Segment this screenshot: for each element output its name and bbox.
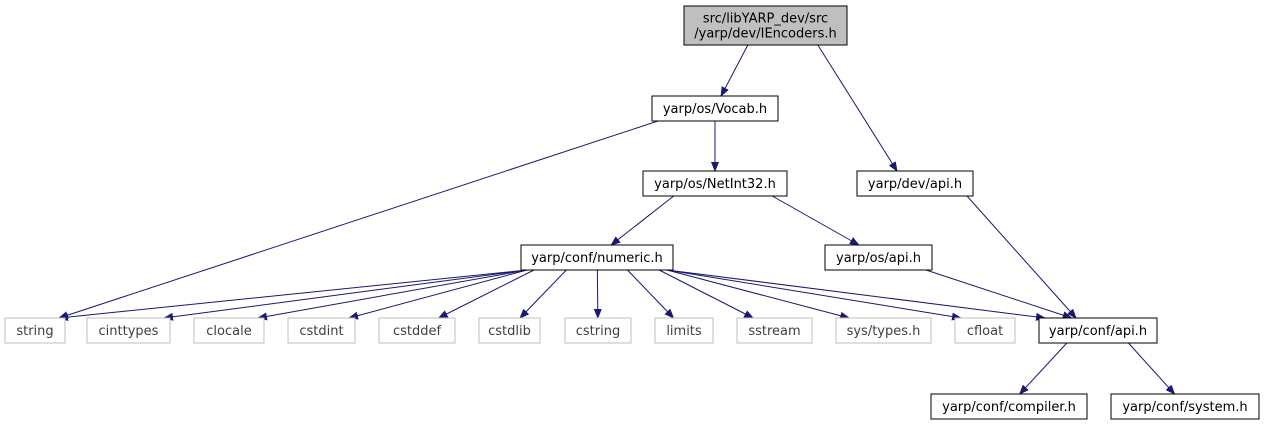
edge-iencoders-to-dev_api [817, 44, 898, 172]
node-box-conf_api [1038, 317, 1158, 344]
node-label-iencoders-line-0: src/libYARP_dev/src [703, 12, 828, 27]
node-label-vocab: yarp/os/Vocab.h [663, 102, 767, 117]
node-box-cstddef [378, 317, 456, 344]
node-clocale: clocale [193, 317, 265, 344]
node-label-system: yarp/conf/system.h [1122, 400, 1247, 415]
edge-numeric-to-cinttypes [163, 269, 528, 321]
node-box-dev_api [856, 170, 974, 197]
edge-netint32-to-os_api [771, 195, 860, 246]
node-sstream: sstream [736, 317, 813, 344]
nodes-layer: src/libYARP_dev/src/yarp/dev/IEncoders.h… [4, 5, 1260, 420]
node-iencoders[interactable]: src/libYARP_dev/src/yarp/dev/IEncoders.h [683, 5, 848, 46]
node-box-system [1110, 393, 1260, 420]
node-cfloat: cfloat [954, 317, 1016, 344]
node-label-systypes: sys/types.h [847, 324, 921, 339]
node-label-os_api: yarp/os/api.h [836, 251, 921, 266]
edge-numeric-to-cstdint [348, 269, 528, 320]
edge-numeric-to-string [58, 269, 528, 322]
node-box-compiler [930, 393, 1088, 420]
edge-numeric-to-cfloat [666, 269, 962, 321]
node-label-compiler: yarp/conf/compiler.h [942, 400, 1076, 415]
edge-numeric-to-clocale [257, 269, 528, 321]
node-label-clocale: clocale [206, 324, 251, 339]
node-vocab[interactable]: yarp/os/Vocab.h [651, 95, 779, 122]
edge-numeric-to-cstddef [437, 269, 535, 319]
node-box-cstring [564, 317, 632, 344]
edge-numeric-to-conf_api [666, 269, 1046, 321]
edge-numeric-to-sstream [658, 269, 755, 319]
node-box-numeric [520, 244, 674, 271]
node-cstdlib: cstdlib [478, 317, 541, 344]
node-cstdint: cstdint [287, 317, 356, 344]
node-box-iencoders [683, 5, 848, 46]
edge-dev_api-to-conf_api [966, 195, 1077, 319]
node-box-cstdlib [478, 317, 541, 344]
node-label-cstdint: cstdint [299, 324, 343, 339]
node-box-systypes [835, 317, 932, 344]
node-label-cfloat: cfloat [967, 324, 1003, 339]
node-label-iencoders-line-1: /yarp/dev/IEncoders.h [694, 27, 836, 42]
node-label-dev_api: yarp/dev/api.h [868, 177, 962, 192]
node-label-cstddef: cstddef [393, 324, 442, 339]
node-os_api[interactable]: yarp/os/api.h [824, 244, 933, 271]
node-box-clocale [193, 317, 265, 344]
node-label-numeric: yarp/conf/numeric.h [531, 251, 663, 266]
node-box-netint32 [642, 170, 788, 197]
node-box-vocab [651, 95, 779, 122]
node-label-netint32: yarp/os/NetInt32.h [654, 177, 776, 192]
node-label-limits: limits [666, 324, 702, 339]
node-label-cstring: cstring [576, 324, 620, 339]
node-conf_api[interactable]: yarp/conf/api.h [1038, 317, 1158, 344]
edge-os_api-to-conf_api [925, 269, 1073, 319]
node-box-cfloat [954, 317, 1016, 344]
node-systypes: sys/types.h [835, 317, 932, 344]
edge-conf_api-to-system [1128, 342, 1176, 395]
node-box-sstream [736, 317, 813, 344]
edge-numeric-to-cstring [593, 269, 602, 319]
node-system[interactable]: yarp/conf/system.h [1110, 393, 1260, 420]
node-netint32[interactable]: yarp/os/NetInt32.h [642, 170, 788, 197]
node-box-limits [654, 317, 714, 344]
node-label-string: string [16, 324, 53, 339]
node-label-sstream: sstream [748, 324, 800, 339]
node-numeric[interactable]: yarp/conf/numeric.h [520, 244, 674, 271]
node-box-cstdint [287, 317, 356, 344]
edge-vocab-to-string [58, 120, 659, 319]
node-cstddef: cstddef [378, 317, 456, 344]
edge-conf_api-to-compiler [1019, 342, 1068, 395]
edge-iencoders-to-vocab [720, 44, 749, 97]
edge-numeric-to-limits [627, 269, 675, 319]
node-box-cinttypes [86, 317, 171, 344]
node-label-conf_api: yarp/conf/api.h [1049, 324, 1147, 339]
node-cinttypes: cinttypes [86, 317, 171, 344]
node-limits: limits [654, 317, 714, 344]
node-label-cinttypes: cinttypes [99, 324, 159, 339]
node-label-cstdlib: cstdlib [488, 324, 531, 339]
edge-netint32-to-numeric [610, 195, 675, 246]
node-box-string [4, 317, 66, 344]
edges-layer [58, 44, 1176, 395]
node-string: string [4, 317, 66, 344]
node-compiler[interactable]: yarp/conf/compiler.h [930, 393, 1088, 420]
edge-numeric-to-cstdlib [519, 269, 567, 319]
edge-numeric-to-systypes [666, 269, 851, 320]
node-cstring: cstring [564, 317, 632, 344]
node-box-os_api [824, 244, 933, 271]
node-dev_api[interactable]: yarp/dev/api.h [856, 170, 974, 197]
